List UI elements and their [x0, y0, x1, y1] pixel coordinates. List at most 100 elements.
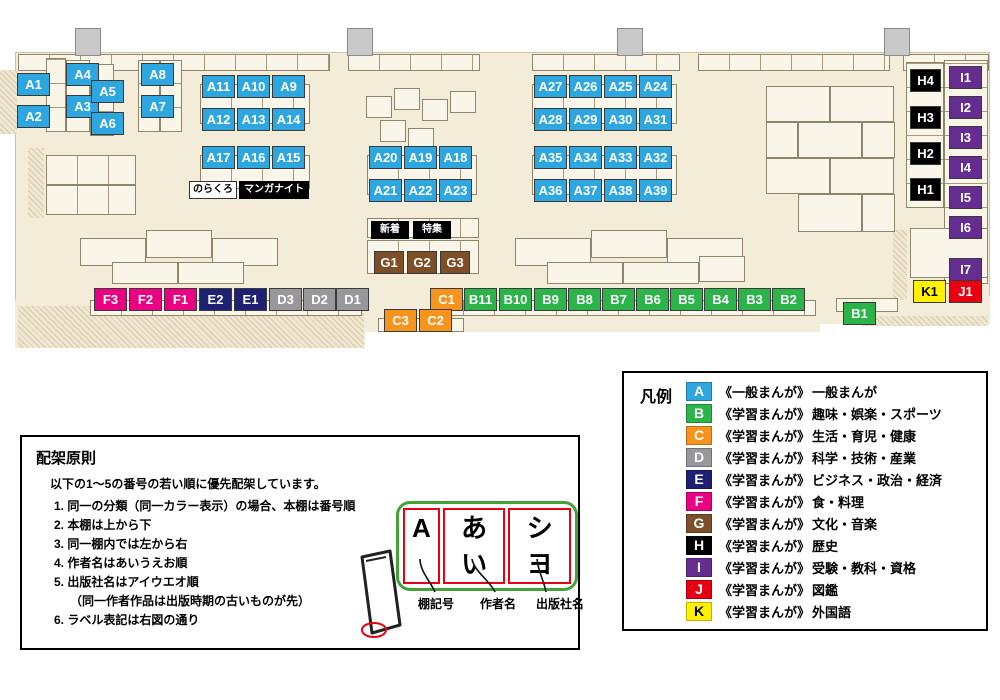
wall-hatch [893, 230, 907, 300]
legend-title: 凡例 [640, 389, 673, 406]
legend-key-e: E [686, 469, 712, 489]
principles-intro: 以下の1〜5の番号の若い順に優先配架しています。 [50, 477, 326, 491]
shelf-unit [80, 238, 146, 266]
legend-series: 《学習まんが》 [719, 494, 811, 510]
shelf-label-f3: F3 [94, 288, 127, 311]
legend-series: 《学習まんが》 [719, 604, 811, 620]
shelf-label-a8: A8 [141, 63, 174, 86]
shelf-label-b6: B6 [636, 288, 669, 311]
wall-hatch [862, 316, 988, 326]
building-pillar [75, 28, 101, 56]
legend-item-i: I《学習まんが》受験・教科・資格 [686, 556, 942, 578]
shelf-label-b4: B4 [704, 288, 737, 311]
legend-item-c: C《学習まんが》生活・育児・健康 [686, 424, 942, 446]
shelf-label-h4: H4 [910, 69, 941, 92]
shelf-label-b10: B10 [499, 288, 532, 311]
shelf-label-b3: B3 [738, 288, 771, 311]
area-tag: 新着 [371, 221, 409, 239]
legend-label: 生活・育児・健康 [812, 428, 917, 444]
shelf-label-a19: A19 [404, 146, 437, 169]
legend-item-h: H《学習まんが》歴史 [686, 534, 942, 556]
shelf-unit [766, 158, 830, 194]
shelf-unit [46, 185, 136, 215]
shelf-unit [348, 54, 480, 71]
legend-series: 《学習まんが》 [719, 472, 811, 488]
area-tag: のらくろ [189, 181, 237, 199]
shelf-label-a30: A30 [604, 108, 637, 131]
legend-series: 《学習まんが》 [719, 428, 811, 444]
area-tag: マンガナイト [239, 181, 309, 199]
legend-series: 《学習まんが》 [719, 582, 811, 598]
shelf-label-b7: B7 [602, 288, 635, 311]
shelf-unit [46, 58, 66, 132]
legend-series: 《学習まんが》 [719, 538, 811, 554]
shelf-label-a39: A39 [639, 179, 672, 202]
shelf-label-a35: A35 [534, 146, 567, 169]
shelf-label-c1: C1 [430, 288, 463, 311]
shelf-label-a37: A37 [569, 179, 602, 202]
legend-label: 一般まんが [812, 384, 878, 400]
shelf-unit [146, 230, 212, 258]
label-example-part: A [403, 508, 440, 584]
shelf-label-b2: B2 [772, 288, 805, 311]
shelf-label-g1: G1 [374, 251, 404, 274]
label-caption: 出版社名 [536, 597, 585, 611]
legend-item-e: E《学習まんが》ビジネス・政治・経済 [686, 468, 942, 490]
shelf-unit [766, 86, 830, 122]
shelf-label-i5: I5 [949, 186, 982, 209]
building-pillar [347, 28, 373, 56]
shelf-label-a18: A18 [439, 146, 472, 169]
shelf-label-b11: B11 [464, 288, 497, 311]
shelf-label-c2: C2 [419, 309, 452, 332]
label-example-part: あい [442, 508, 506, 584]
shelf-label-c3: C3 [384, 309, 417, 332]
shelf-unit [178, 262, 244, 284]
shelf-label-i2: I2 [949, 96, 982, 119]
shelf-unit [422, 99, 448, 121]
principle-item: 5. 出版社名はアイウエオ順 [54, 575, 199, 589]
shelf-label-a21: A21 [369, 179, 402, 202]
legend-label: 文化・音楽 [812, 516, 878, 532]
legend-item-f: F《学習まんが》食・料理 [686, 490, 942, 512]
legend-label: 図鑑 [812, 582, 839, 598]
shelf-label-a24: A24 [639, 75, 672, 98]
shelf-label-b5: B5 [670, 288, 703, 311]
shelf-label-a27: A27 [534, 75, 567, 98]
shelf-label-b8: B8 [568, 288, 601, 311]
shelf-unit [394, 88, 420, 110]
shelf-unit [623, 262, 699, 284]
shelf-label-d2: D2 [303, 288, 336, 311]
principles-panel: 配架原則 以下の1〜5の番号の若い順に優先配架しています。 1. 同一の分類（同… [20, 435, 584, 650]
area-tag: 特集 [413, 221, 451, 239]
building-pillar [884, 28, 910, 56]
shelf-label-a28: A28 [534, 108, 567, 131]
label-captions: 棚記号作者名出版社名 [418, 595, 608, 611]
shelf-label-i7: I7 [949, 258, 982, 281]
shelf-label-a25: A25 [604, 75, 637, 98]
legend-key-a: A [686, 381, 712, 401]
legend-label: 趣味・娯楽・スポーツ [812, 406, 942, 422]
wall-hatch [28, 148, 44, 218]
shelf-label-a14: A14 [272, 108, 305, 131]
shelf-label-d1: D1 [336, 288, 369, 311]
shelf-label-a3: A3 [66, 95, 99, 118]
legend-key-j: J [686, 579, 712, 599]
shelf-label-a10: A10 [237, 75, 270, 98]
legend-item-a: A《一般まんが》一般まんが [686, 380, 942, 402]
shelf-unit [450, 91, 476, 113]
legend-series: 《学習まんが》 [719, 406, 811, 422]
shelf-label-k1: K1 [913, 280, 946, 303]
principles-title: 配架原則 [36, 450, 97, 467]
shelf-unit [862, 194, 895, 232]
shelf-label-a16: A16 [237, 146, 270, 169]
shelf-label-a12: A12 [202, 108, 235, 131]
shelf-label-a36: A36 [534, 179, 567, 202]
shelf-label-a4: A4 [66, 63, 99, 86]
shelf-label-a22: A22 [404, 179, 437, 202]
shelf-unit [698, 54, 890, 71]
legend-key-i: I [686, 557, 712, 577]
shelf-label-b9: B9 [534, 288, 567, 311]
shelf-label-h1: H1 [910, 178, 941, 201]
